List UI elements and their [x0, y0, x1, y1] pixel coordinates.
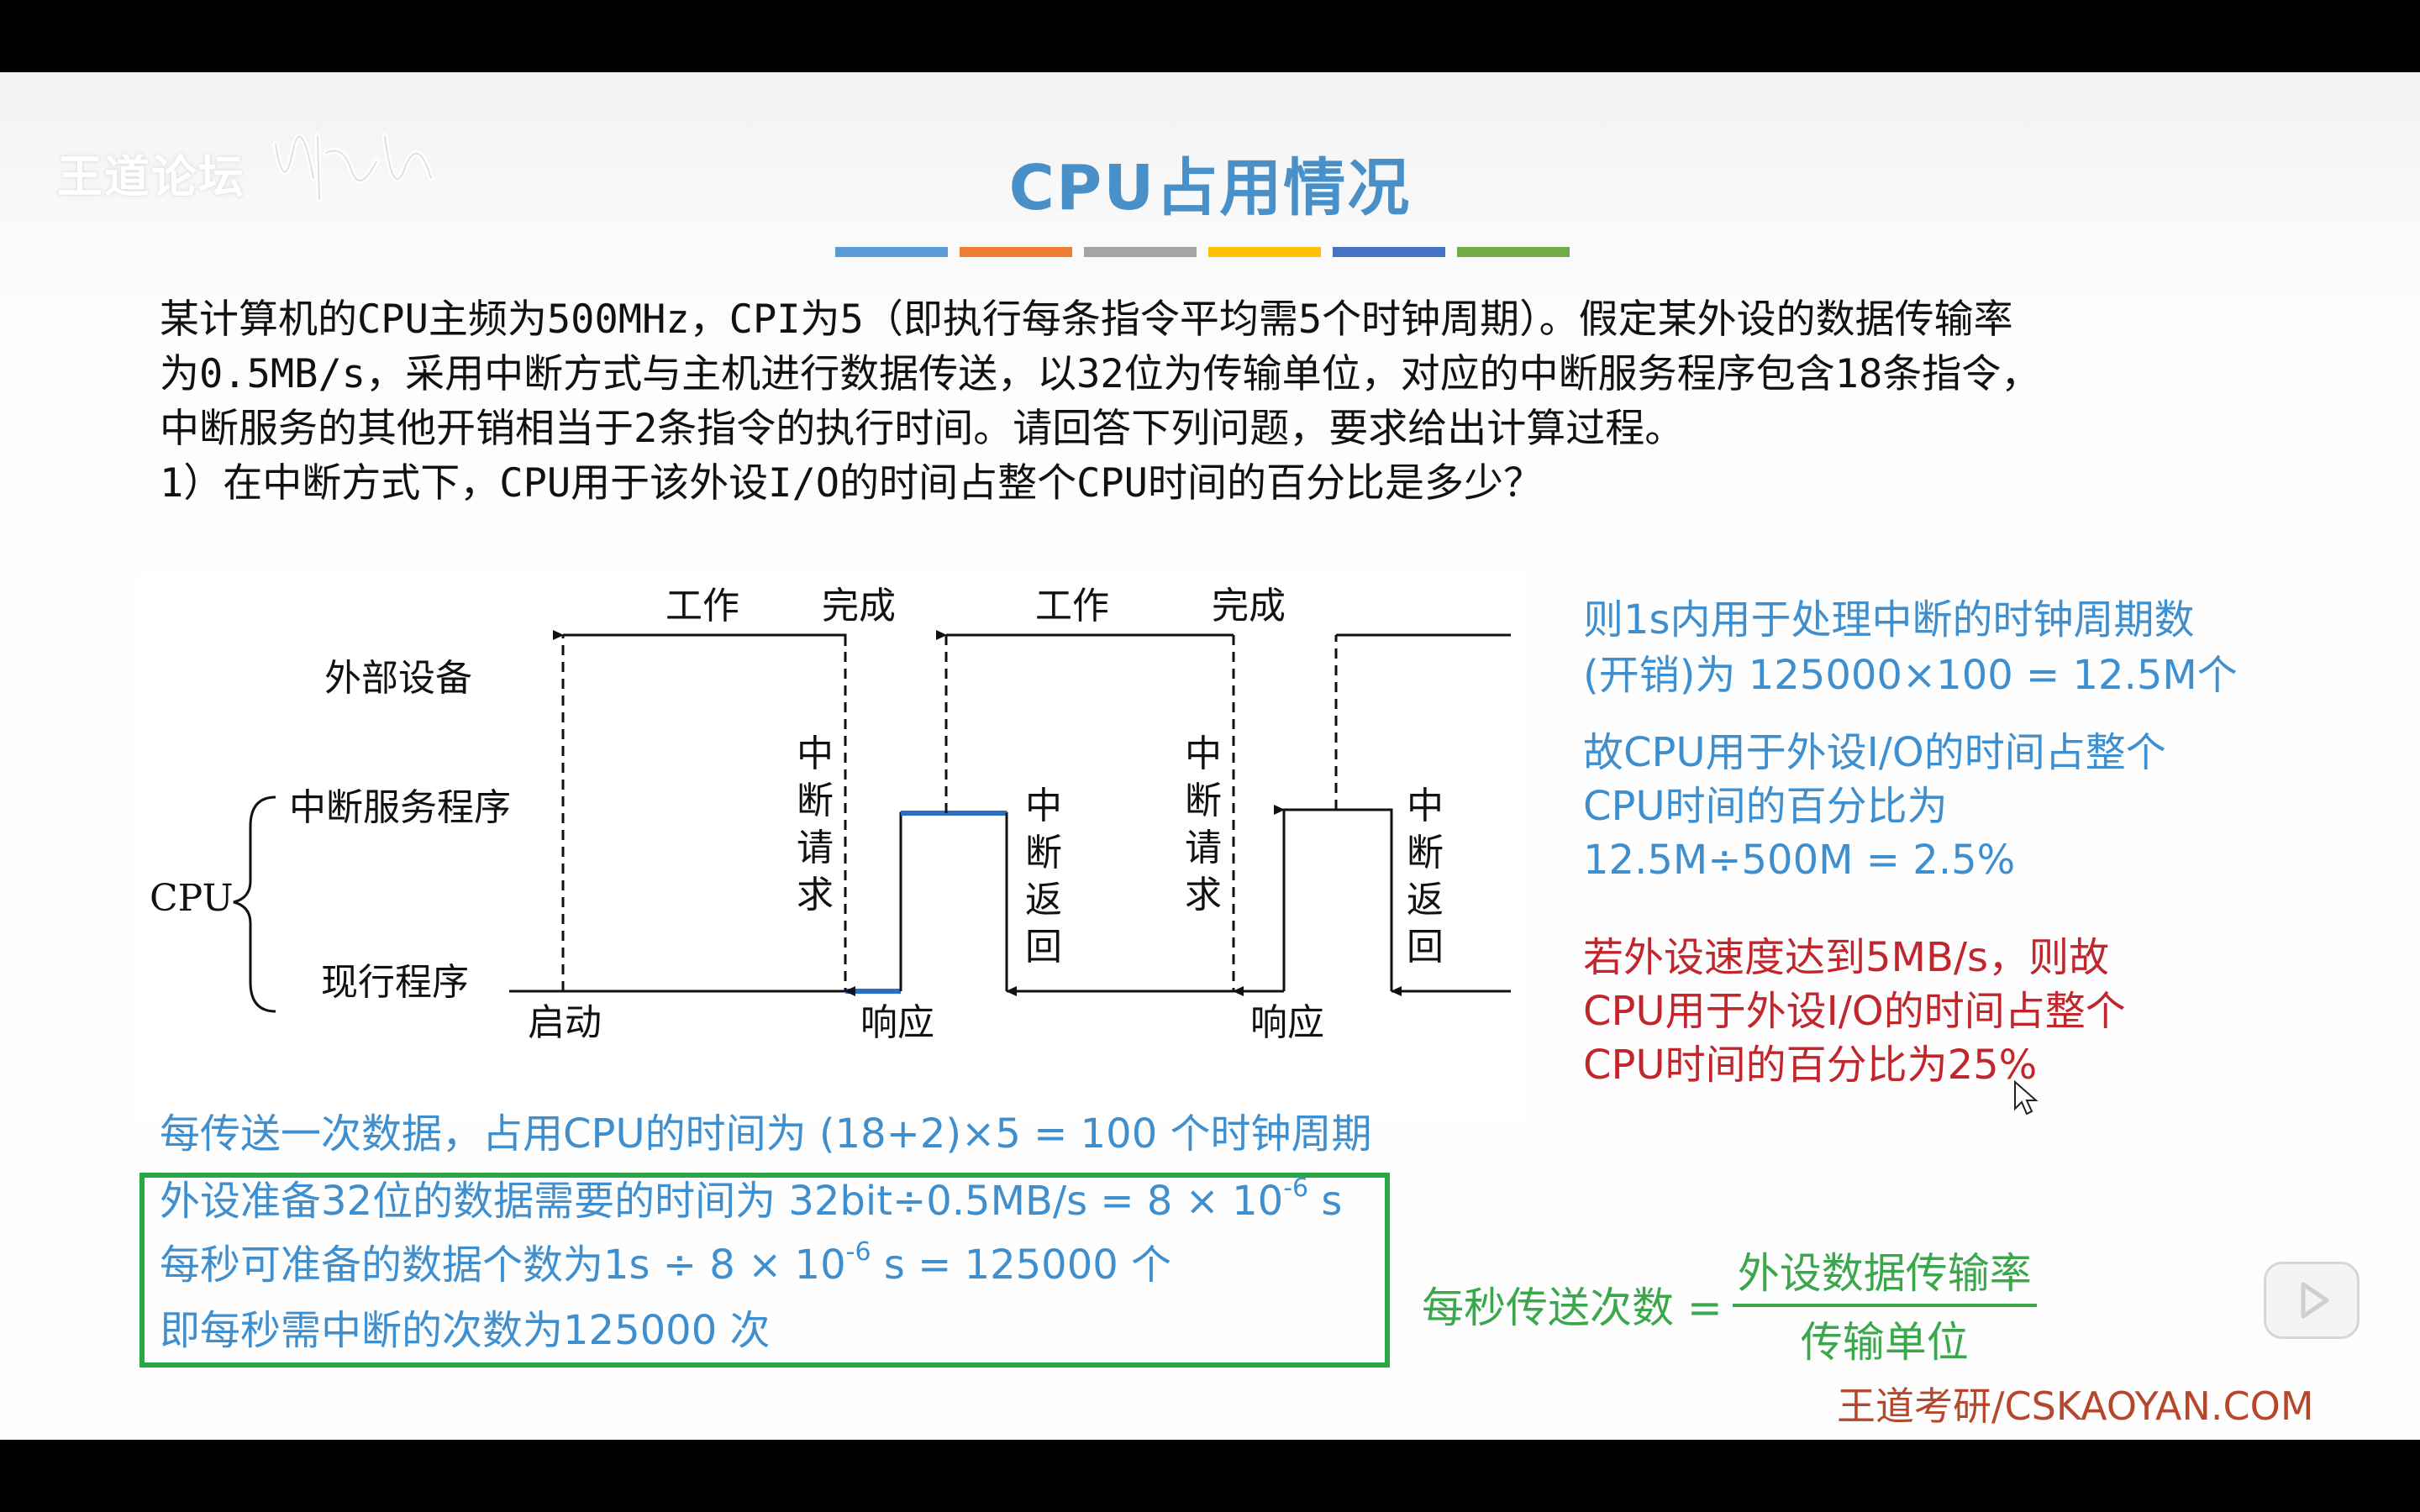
brand-footer: 王道考研/CSKAOYAN.COM	[1837, 1383, 2314, 1429]
play-icon[interactable]	[2264, 1262, 2360, 1339]
title-bar-6	[1457, 247, 1570, 257]
main-program-label: 现行程序	[321, 961, 469, 1004]
title-bar-4	[1208, 247, 1321, 257]
exponent: -6	[1283, 1173, 1309, 1203]
done-label: 完成	[822, 585, 896, 627]
work-label: 工作	[666, 585, 739, 627]
play-icon-glyph	[2301, 1282, 2329, 1319]
problem-line: 中断服务的其他开销相当于2条指令的执行时间。请回答下列问题，要求给出计算过程。	[160, 406, 1685, 452]
return-label-char: 断	[1407, 832, 1444, 874]
formula-denominator: 传输单位	[1800, 1318, 1969, 1367]
formula-numerator: 外设数据传输率	[1732, 1240, 2037, 1307]
title-bar-2	[960, 247, 1072, 257]
problem-line: 为0.5MB/s，采用中断方式与主机进行数据传送，以32位为传输单位，对应的中断…	[160, 351, 2041, 397]
problem-line: 某计算机的CPU主频为500MHz，CPI为5（即执行每条指令平均需5个时钟周期…	[160, 297, 2013, 343]
note-line: CPU时间的百分比为25%	[1583, 1042, 2038, 1089]
box-line-text: 外设准备32位的数据需要的时间为 32bit÷0.5MB/s = 8 × 10	[160, 1178, 1284, 1225]
problem-line: 1）在中断方式下，CPU用于该外设I/O的时间占整个CPU时间的百分比是多少？	[160, 460, 1543, 507]
box-line-text: 每秒可准备的数据个数为1s ÷ 8 × 10	[160, 1242, 846, 1289]
answer-line: (开销)为 125000×100 = 12.5M个	[1583, 652, 2238, 699]
slide: 王道论坛 CPU占用情况 某计算机的CPU主频为500MHz，CPI为5（即执行…	[0, 72, 2420, 1440]
watermark-signature	[272, 133, 434, 202]
isr-signal	[1282, 808, 1393, 991]
done-label: 完成	[1212, 585, 1286, 627]
response-label: 响应	[860, 1001, 934, 1044]
work-label: 工作	[1035, 585, 1109, 627]
device-signal	[563, 633, 847, 646]
slide-title: CPU占用情况	[1008, 152, 1412, 224]
return-label-char: 中	[1407, 785, 1444, 827]
box-line-1: 外设准备32位的数据需要的时间为 32bit÷0.5MB/s = 8 × 10-…	[160, 1174, 1342, 1228]
irq-label-char: 中	[1185, 732, 1222, 775]
box-line-text: s = 125000 个	[871, 1242, 1172, 1289]
return-label-char: 回	[1025, 926, 1062, 969]
box-line-3: 即每秒需中断的次数为125000 次	[160, 1307, 771, 1354]
watermark-text: 王道论坛	[57, 150, 245, 203]
box-line-text: s	[1308, 1178, 1343, 1225]
video-top-bar	[0, 0, 2420, 72]
video-bottom-bar	[0, 1440, 2420, 1512]
cpu-label: CPU	[150, 877, 234, 920]
answer-line: 故CPU用于外设I/O的时间占整个	[1583, 729, 2166, 776]
box-line-2: 每秒可准备的数据个数为1s ÷ 8 × 10-6 s = 125000 个	[160, 1238, 1171, 1292]
note-line: 若外设速度达到5MB/s，则故	[1583, 934, 2110, 981]
per-transfer-text: 每传送一次数据，占用CPU的时间为 (18+2)×5 = 100 个时钟周期	[160, 1110, 1372, 1158]
return-label-char: 断	[1025, 832, 1062, 874]
formula-fraction: 外设数据传输率 传输单位	[1732, 1240, 2037, 1369]
title-bar-1	[835, 247, 948, 257]
start-label: 启动	[528, 1001, 602, 1044]
irq-label-char: 断	[1185, 780, 1222, 822]
exponent: -6	[845, 1237, 871, 1267]
irq-label-char: 求	[1185, 874, 1222, 916]
device-label: 外部设备	[324, 657, 472, 700]
return-label-char: 回	[1407, 926, 1444, 969]
return-label-char: 返	[1407, 879, 1444, 921]
irq-label-char: 断	[797, 780, 834, 822]
response-label: 响应	[1250, 1001, 1324, 1044]
interrupt-timing-diagram: 外部设备 中断服务程序 CPU 现行程序 工作 完成 工作 完成 启动	[139, 575, 1523, 1121]
irq-label-char: 中	[797, 732, 834, 775]
irq-label-char: 请	[797, 827, 834, 869]
calculation-box	[139, 1173, 1390, 1368]
irq-label-char: 求	[797, 874, 834, 916]
return-label-char: 中	[1025, 785, 1062, 827]
answer-line: CPU时间的百分比为	[1583, 783, 1948, 830]
title-color-bars	[835, 247, 1570, 257]
formula-lhs: 每秒传送次数 =	[1422, 1284, 1723, 1332]
return-label-char: 返	[1025, 879, 1062, 921]
irq-label-char: 请	[1185, 827, 1222, 869]
isr-signal	[899, 811, 1008, 991]
title-bar-3	[1084, 247, 1197, 257]
answer-line: 则1s内用于处理中断的时钟周期数	[1583, 596, 2195, 643]
problem-text: 某计算机的CPU主频为500MHz，CPI为5（即执行每条指令平均需5个时钟周期…	[160, 292, 2294, 511]
cpu-brace	[233, 795, 276, 1013]
note-line: CPU用于外设I/O的时间占整个	[1583, 988, 2126, 1035]
title-bar-5	[1333, 247, 1445, 257]
isr-label: 中断服务程序	[289, 786, 511, 829]
transfer-count-formula: 每秒传送次数 = 外设数据传输率 传输单位	[1422, 1240, 2037, 1369]
cursor-icon	[2014, 1080, 2039, 1116]
answer-line: 12.5M÷500M = 2.5%	[1583, 837, 2016, 884]
